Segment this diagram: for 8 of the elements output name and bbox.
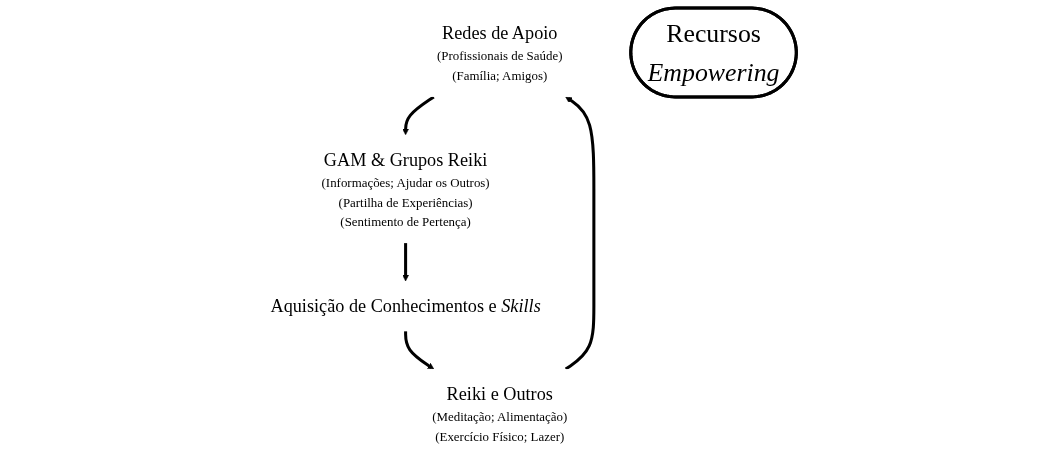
arrow	[564, 96, 596, 371]
node-text: Aquisição de Conhecimentos e Skills	[270, 296, 541, 316]
node-text: GAM & Grupos Reiki (Informações; Ajudar os Outros) (Partilha de Experiências) (Sentimento de Pertença)	[321, 150, 490, 230]
node-text: Redes de Apoio (Profissionais de Saúde) (Família; Amigos)	[437, 23, 563, 83]
arrow	[402, 243, 409, 282]
arrow	[402, 95, 435, 136]
arrow	[404, 331, 435, 370]
node-text: Reiki e Outros (Meditação; Alimentação) (Exercício Físico; Lazer)	[432, 384, 568, 444]
